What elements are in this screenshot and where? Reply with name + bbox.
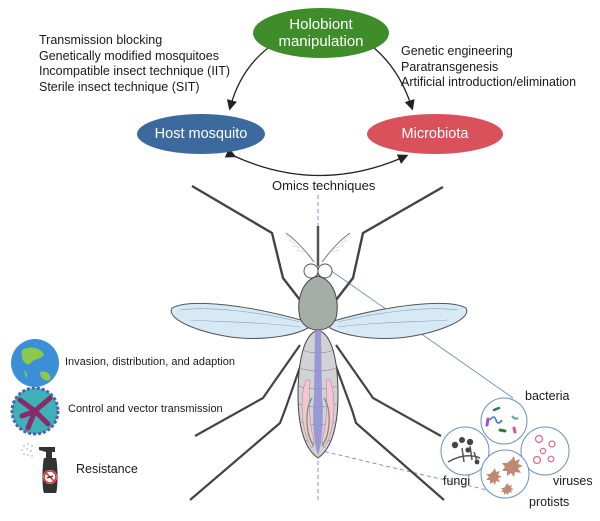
host-strategy-item: Incompatible insect technique (IIT)	[39, 64, 231, 78]
node-holobiont-line-1: Holobiont	[289, 16, 353, 33]
node-microbiota-label: Microbiota	[401, 126, 469, 142]
research-area-label: Resistance	[76, 462, 138, 476]
midgut	[313, 330, 323, 455]
node-holobiont-manipulation: Holobiont manipulation	[253, 8, 389, 58]
virus-particle-icon	[10, 386, 60, 436]
spray-bottle-icon	[21, 443, 58, 493]
microbe-label-fungi: fungi	[443, 474, 471, 488]
microbe-label-protists: protists	[529, 495, 570, 509]
microbe-label-viruses: viruses	[553, 474, 593, 488]
microbe-label-bacteria: bacteria	[525, 389, 570, 403]
arrow-holobiont-to-microbiota	[373, 47, 415, 111]
arrow-holobiont-to-host	[226, 47, 269, 111]
fungi-circle	[440, 426, 490, 476]
microbiota-strategy-item: Artificial introduction/elimination	[401, 75, 577, 89]
node-host-label: Host mosquito	[154, 126, 248, 142]
wing-right	[329, 302, 468, 339]
host-strategy-item: Genetically modified mosquitoes	[39, 48, 219, 63]
viruses-circle	[520, 426, 570, 476]
omics-label: Omics techniques	[272, 178, 376, 193]
antennae	[285, 232, 351, 263]
node-microbiota: Microbiota	[367, 114, 503, 154]
bacteria-circle	[480, 397, 528, 445]
front-legs	[191, 184, 444, 301]
globe-icon	[11, 339, 59, 387]
eye-right	[317, 263, 333, 279]
host-strategy-item: Sterile insect technique (SIT)	[39, 79, 200, 94]
rear-legs	[189, 344, 445, 501]
microbiota-strategy-list: Genetic engineering Paratransgenesis Art…	[401, 44, 576, 91]
node-holobiont-line-2: manipulation	[278, 33, 364, 50]
research-area-label: Control and vector transmission	[68, 403, 223, 415]
host-strategy-item: Transmission blocking	[39, 33, 163, 47]
node-host-mosquito: Host mosquito	[137, 114, 265, 154]
microbiota-strategy-item: Paratransgenesis	[401, 59, 499, 74]
research-area-label: Invasion, distribution, and adaption	[65, 356, 236, 368]
protists-circle	[480, 449, 530, 499]
arrow-omics-bidirectional	[224, 148, 409, 177]
microbiota-strategy-item: Genetic engineering	[401, 44, 513, 58]
wing-left	[170, 302, 309, 339]
zoom-line-lower	[317, 449, 501, 494]
malpighian-tubules	[306, 397, 330, 447]
host-strategy-list: Transmission blocking Genetically modifi…	[39, 33, 230, 95]
